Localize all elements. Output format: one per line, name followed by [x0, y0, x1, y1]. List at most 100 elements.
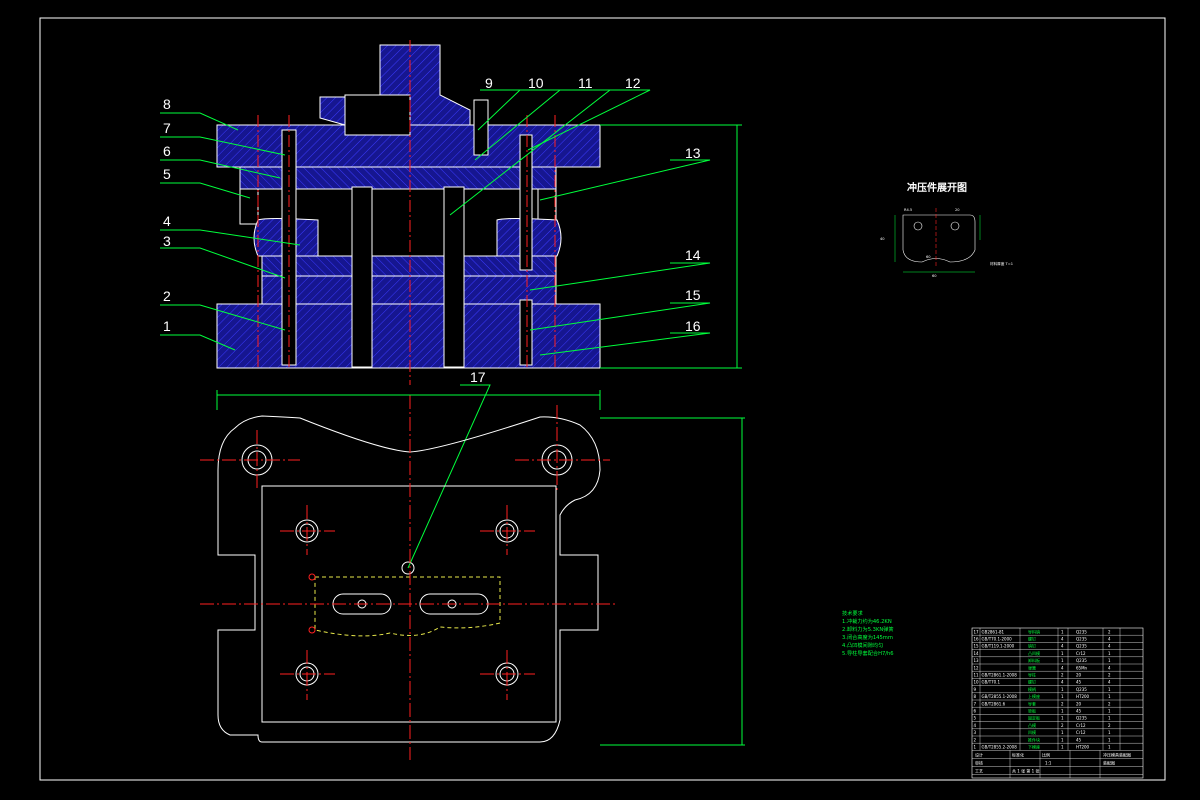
part-number-11: 11: [578, 75, 593, 91]
parts-table-cell: 固定板: [1028, 715, 1040, 721]
parts-table-cell: Q235: [1076, 629, 1087, 634]
parts-table-cell: 15: [974, 644, 980, 649]
parts-table-cell: 导料销: [1028, 628, 1040, 634]
blank-dim-hole-pitch: 20: [955, 208, 960, 212]
parts-table-cell: 凸模: [1028, 722, 1036, 728]
parts-table-cell: GB2861-81: [982, 629, 1005, 634]
parts-table-cell: Q235: [1076, 716, 1087, 721]
parts-table-cell: 螺钉: [1028, 636, 1036, 642]
parts-table-cell: 凹模: [1028, 729, 1036, 735]
part-number-4: 4: [163, 213, 171, 229]
blank-note: 材料厚度 T=1: [990, 261, 1013, 266]
parts-table-cell: 1: [1061, 658, 1064, 663]
tech-req-heading: 技术要求: [842, 609, 864, 617]
parts-table-cell: 20: [1076, 673, 1082, 678]
parts-table-cell: 1: [1061, 716, 1064, 721]
parts-table-cell: 垫板: [1028, 708, 1036, 714]
parts-table-cell: 4: [1061, 680, 1064, 685]
drawing-border: [39, 17, 1166, 781]
part-number-9: 9: [485, 75, 493, 91]
parts-table-cell: 下模座: [1028, 744, 1040, 750]
parts-table-cell: 1: [1108, 658, 1111, 663]
parts-table-cell: 4: [1108, 637, 1111, 642]
parts-table-cell: 1: [1108, 737, 1111, 742]
parts-table-cell: 卸料板: [1028, 657, 1040, 663]
parts-table-cell: 14: [974, 651, 980, 656]
title-block-label: 设计: [975, 751, 983, 757]
part-number-15: 15: [685, 287, 701, 303]
parts-table-cell: 4: [1061, 665, 1064, 670]
parts-table-cell: 45: [1076, 680, 1082, 685]
parts-table-cell: 2: [974, 737, 977, 742]
parts-table-cell: 1: [1061, 694, 1064, 699]
parts-table-cell: 17: [974, 629, 980, 634]
parts-table-cell: Q235: [1076, 644, 1087, 649]
blank-dim-width: 60: [926, 255, 931, 259]
parts-table-cell: Q235: [1076, 658, 1087, 663]
parts-table-cell: GB/T2861.6: [982, 701, 1006, 706]
tech-req-item: 3.闭合高度为145mm: [842, 633, 893, 641]
title-block-label: 审核: [975, 759, 983, 765]
parts-table-cell: 4: [974, 723, 977, 728]
part-number-7: 7: [163, 120, 171, 136]
parts-table-cell: 2: [1061, 701, 1064, 706]
part-leaders: [160, 89, 711, 569]
parts-table-cell: 凸凹模: [1028, 650, 1040, 656]
die-top-plan-view: [217, 415, 601, 743]
parts-table-cell: 16: [974, 637, 980, 642]
parts-table-cell: Cr12: [1076, 723, 1086, 728]
parts-table-cell: 2: [1108, 629, 1111, 634]
parts-table-cell: GB/T2855.2-2008: [982, 745, 1018, 750]
technical-requirements: 技术要求 1.冲裁力约为46.2KN 2.卸料力为5.3KN弹簧 3.闭合高度为…: [842, 609, 894, 657]
parts-table-cell: 1: [1108, 745, 1111, 750]
blank-dim-length: 60: [932, 274, 937, 278]
parts-table-cell: 12: [974, 665, 980, 670]
part-number-13: 13: [685, 145, 701, 161]
title-block-label: 标准化: [1012, 751, 1024, 757]
plan-view-centerlines: [200, 395, 615, 760]
tech-req-item: 5.导柱导套配合H7/h6: [842, 649, 894, 657]
parts-table-cell: 9: [974, 687, 977, 692]
parts-table-cell: GB/T70.1: [982, 680, 1001, 685]
parts-table-cell: 1: [1108, 694, 1111, 699]
blank-dim-radius: R4.5: [904, 208, 912, 212]
parts-table-cell: 1: [1108, 730, 1111, 735]
parts-table-cell: 导套: [1028, 700, 1036, 706]
parts-table-cell: 螺钉: [1028, 679, 1036, 685]
tech-req-item: 4.凸凹模间隙均匀: [842, 641, 883, 649]
parts-table-cell: 45: [1076, 737, 1082, 742]
parts-table-cell: Q235: [1076, 687, 1087, 692]
parts-table-cell: 推件块: [1028, 736, 1040, 742]
parts-table-cell: 45: [1076, 709, 1082, 714]
part-number-5: 5: [163, 166, 171, 182]
parts-table-cell: 13: [974, 658, 980, 663]
parts-table-cell: 2: [1108, 701, 1111, 706]
parts-table-cell: 1: [974, 745, 977, 750]
part-number-6: 6: [163, 143, 171, 159]
part-number-14: 14: [685, 247, 701, 263]
blank-dim-height: 40: [880, 237, 885, 241]
title-block-label: 工艺: [975, 768, 983, 773]
parts-table-cell: 4: [1108, 680, 1111, 685]
parts-table-cell: GB/T2855.1-2008: [982, 694, 1018, 699]
part-number-3: 3: [163, 233, 171, 249]
part-number-labels: 8 7 6 5 4 3 2 1 9 10 11 12 13 14 15 16 1…: [163, 75, 701, 385]
parts-table-cell: Q235: [1076, 637, 1087, 642]
parts-table-cell: 2: [1108, 723, 1111, 728]
parts-table-cell: 4: [1061, 644, 1064, 649]
parts-table-cell: 1: [1061, 651, 1064, 656]
parts-table-cell: GB/T70.1-2000: [982, 637, 1013, 642]
parts-table-cell: 2: [1108, 673, 1111, 678]
parts-table-cell: 1: [1061, 745, 1064, 750]
parts-table-cell: 1: [1061, 709, 1064, 714]
part-number-1: 1: [163, 318, 171, 334]
parts-table-cell: 导柱: [1028, 672, 1036, 678]
parts-table-cell: Cr12: [1076, 651, 1086, 656]
part-number-8: 8: [163, 96, 171, 112]
parts-table-cell: 11: [974, 673, 980, 678]
parts-table-cell: HT200: [1076, 694, 1090, 699]
title-block-name: 装配图: [1103, 759, 1115, 765]
part-number-16: 16: [685, 318, 701, 334]
parts-table-cell: 4: [1108, 665, 1111, 670]
